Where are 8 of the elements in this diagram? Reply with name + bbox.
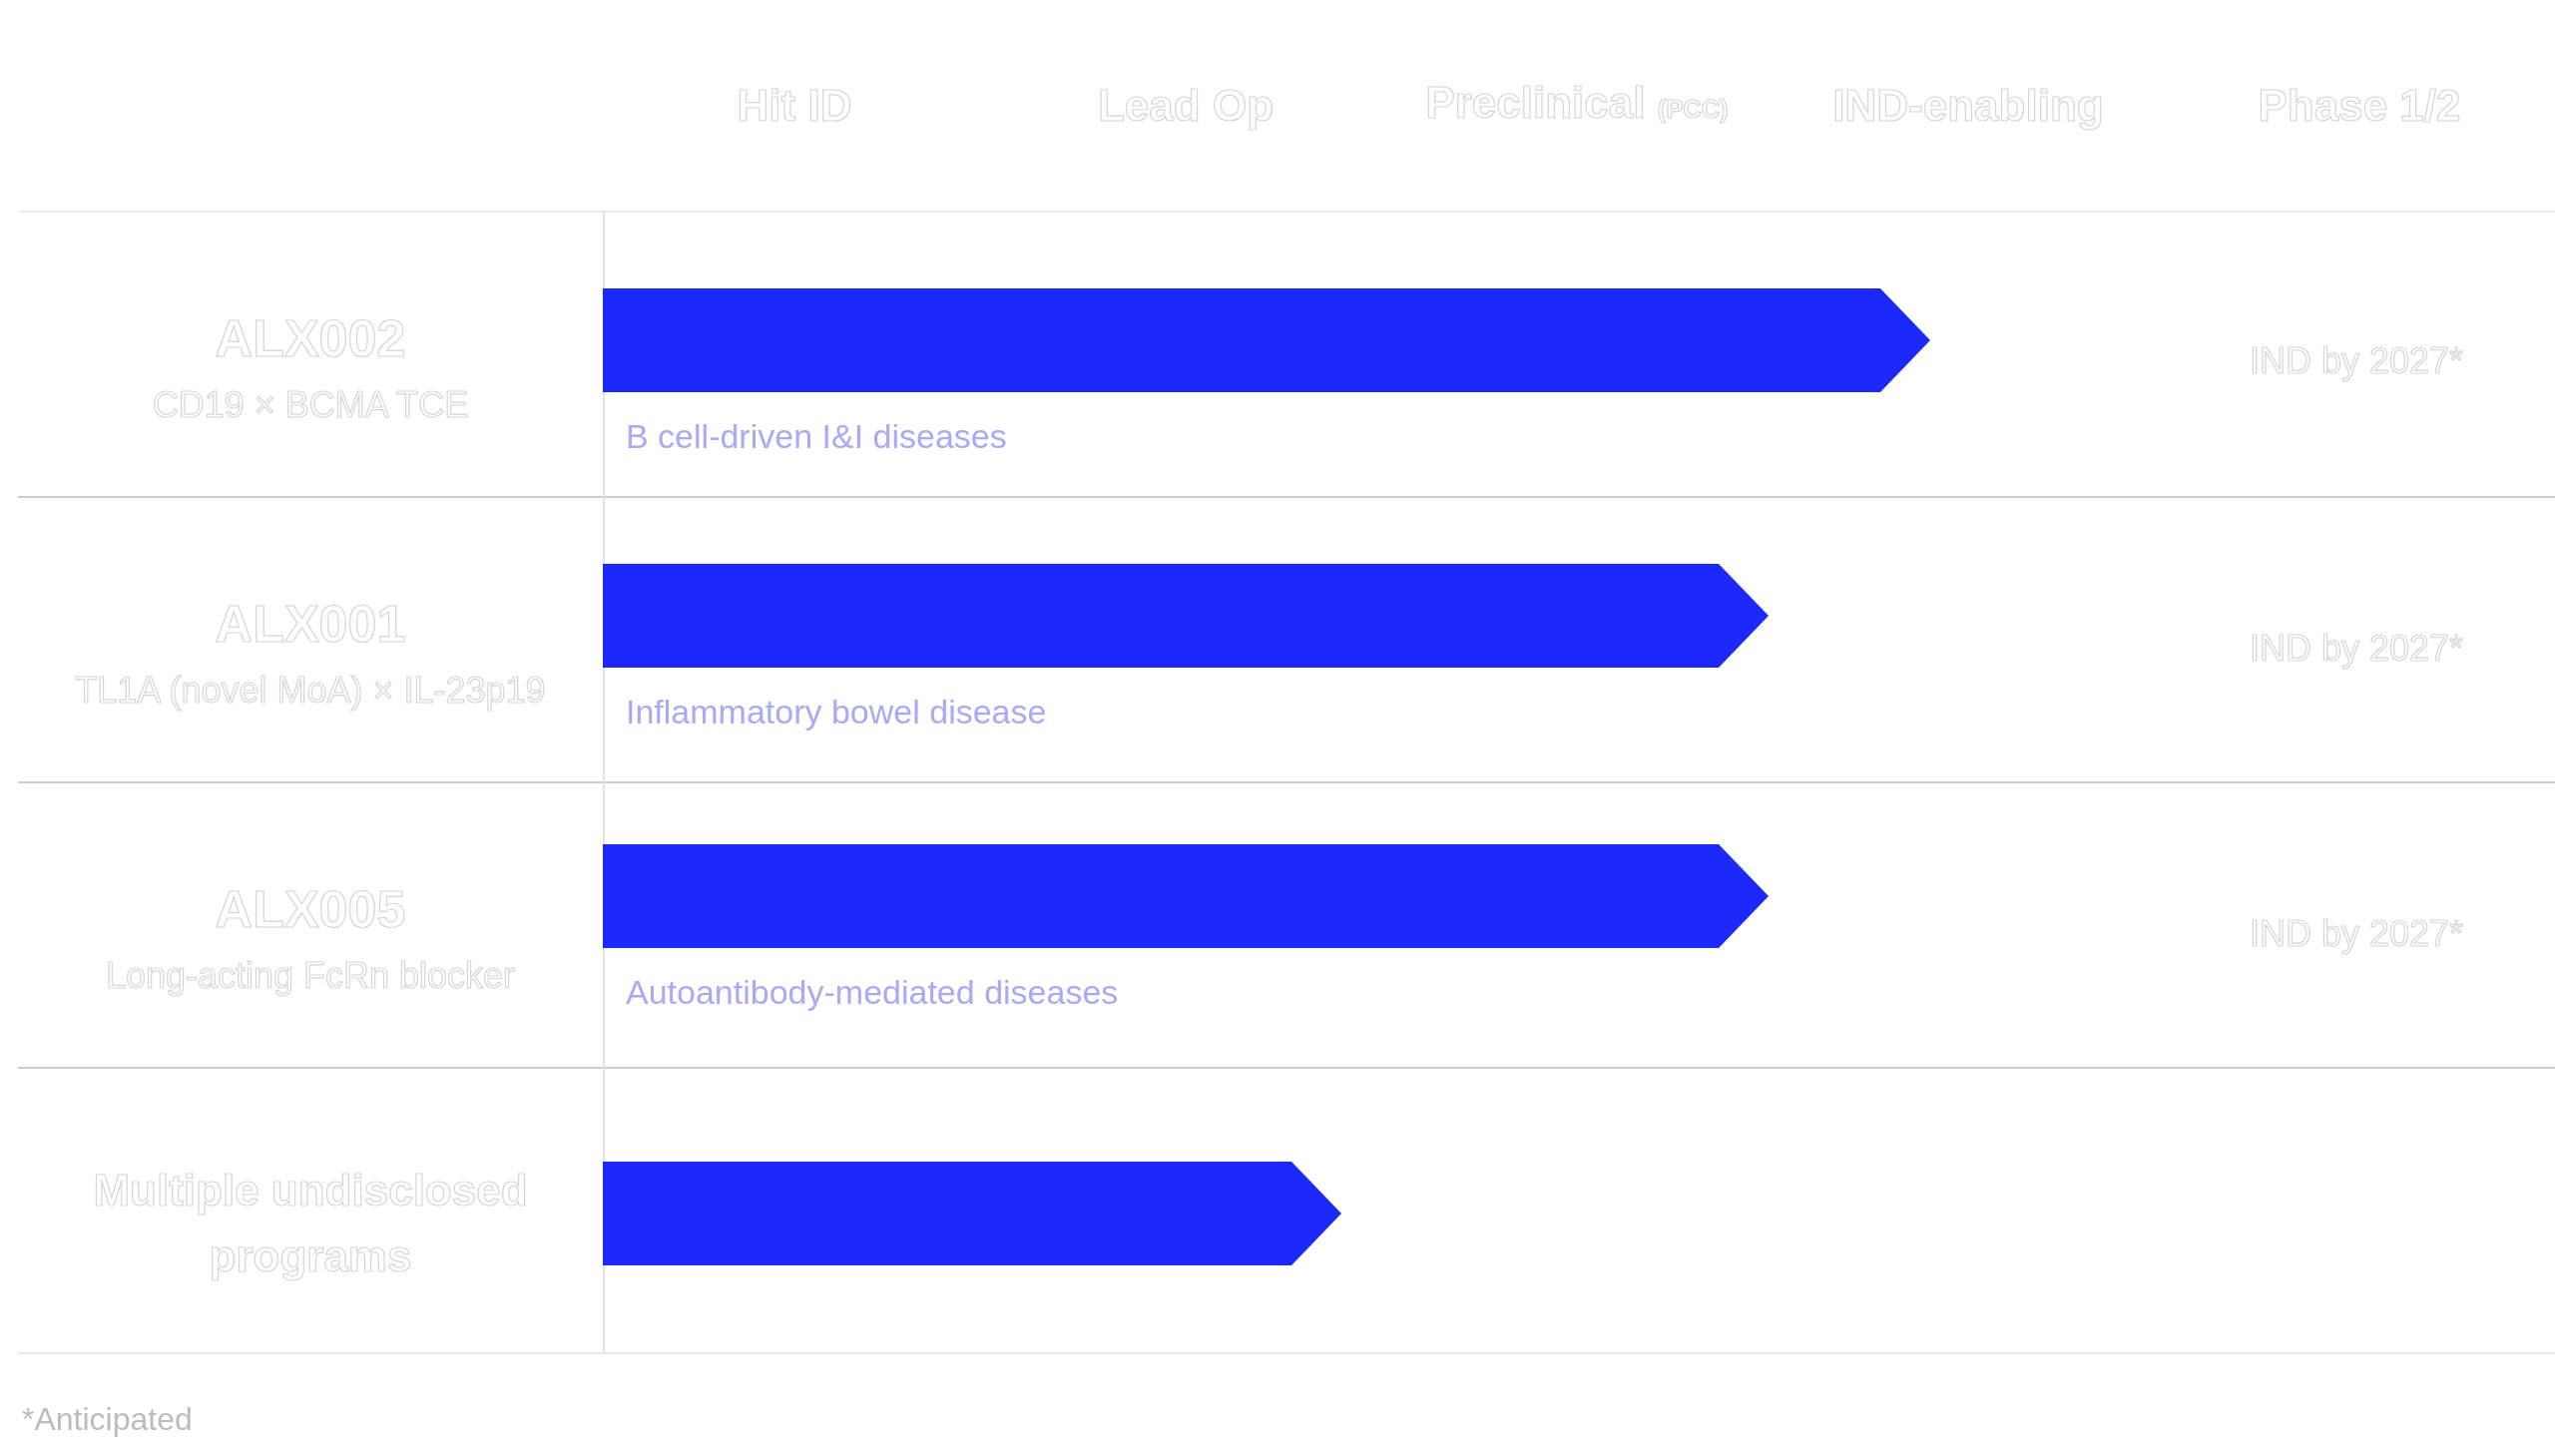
progress-arrow-bar bbox=[603, 1162, 1341, 1265]
footnote: *Anticipated bbox=[22, 1400, 193, 1438]
indication-label: B cell-driven I&I diseases bbox=[626, 416, 1007, 456]
progress-arrow-bar bbox=[603, 844, 1769, 948]
indication-label: Autoantibody-mediated diseases bbox=[626, 972, 1119, 1012]
indication-label: Inflammatory bowel disease bbox=[626, 692, 1047, 731]
progress-arrow-bar bbox=[603, 564, 1769, 668]
progress-arrow-bar bbox=[603, 288, 1930, 392]
